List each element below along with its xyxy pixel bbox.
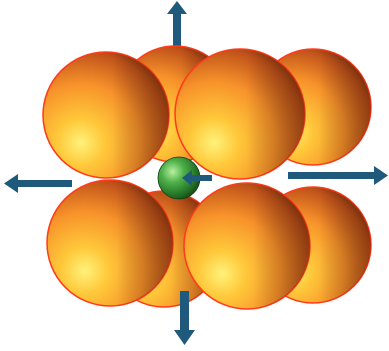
front-right-spheres xyxy=(174,48,311,310)
arrows-front xyxy=(4,166,388,345)
large-sphere xyxy=(42,51,170,179)
large-sphere xyxy=(46,179,174,307)
arrow-left-icon xyxy=(4,174,72,193)
arrow-down-icon xyxy=(174,291,195,345)
arrow-right-icon xyxy=(288,166,388,185)
arrow-up-icon xyxy=(167,1,187,62)
arrows-back xyxy=(167,1,187,62)
large-sphere xyxy=(183,182,311,310)
large-sphere xyxy=(174,48,306,180)
front-row-spheres xyxy=(42,51,174,307)
arrow-center-left-icon xyxy=(182,170,212,186)
